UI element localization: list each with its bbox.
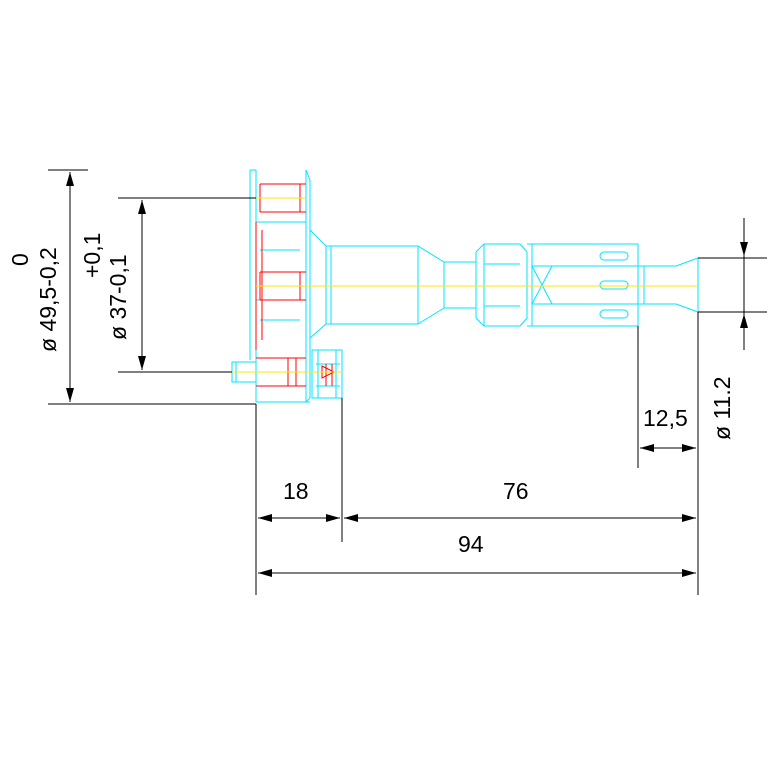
tip-body — [638, 257, 699, 313]
dimension-labels: 0 ø 49,5-0,2 +0,1 ø 37-0,1 18 76 94 12,5… — [7, 233, 735, 557]
dimension-lines — [48, 169, 767, 595]
outer-dia-tol-label: 0 — [7, 253, 33, 266]
neck-body — [309, 229, 476, 339]
inner-dia-label: ø 37-0,1 — [105, 254, 131, 340]
length-12-5-label: 12,5 — [643, 405, 688, 431]
center-lines — [230, 197, 698, 373]
valve-body — [527, 243, 639, 327]
length-76-label: 76 — [503, 478, 529, 504]
tip-dia-label: ø 11.2 — [709, 377, 735, 441]
bolt-head — [311, 349, 343, 399]
hex-nut — [475, 243, 528, 327]
outer-dia-label: ø 49,5-0,2 — [35, 247, 61, 352]
inner-dia-tol-label: +0,1 — [79, 233, 105, 278]
length-94-label: 94 — [458, 531, 484, 557]
length-18-label: 18 — [283, 478, 309, 504]
flange-holes — [255, 183, 336, 387]
